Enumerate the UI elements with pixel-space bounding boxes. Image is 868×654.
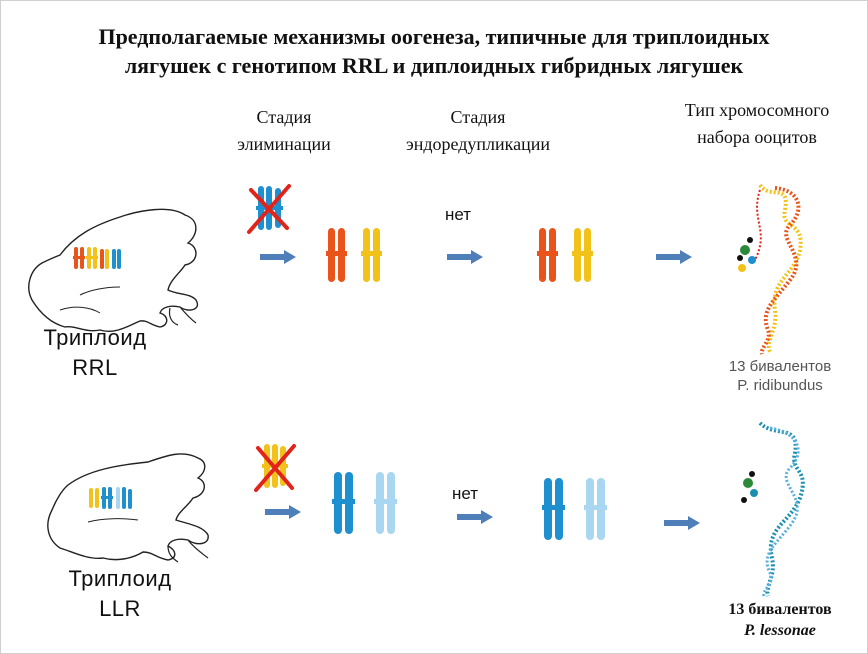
frog-label-llr-line-1: Триплоид (68, 566, 172, 591)
title-line-1: Предполагаемые механизмы оогенеза, типич… (98, 24, 770, 49)
result-llr-line-2: P. lessonae (744, 622, 816, 639)
chromosome-yellow-x (572, 228, 593, 282)
small-bivalents-cluster (741, 471, 758, 503)
chromosome-orange-x (537, 228, 558, 282)
chromosome-set-after-elimination-rrl (326, 228, 382, 282)
arrow-icon (265, 505, 301, 519)
arrow-icon (664, 516, 700, 530)
chromosome-pair-light-blue (116, 487, 132, 509)
chromosome-orange-x (326, 228, 347, 282)
header-endoreduplication-stage: Стадия эндоредупликации (378, 104, 578, 158)
chromosome-pair-orange (73, 247, 85, 269)
frog-outline-llr (47, 453, 209, 563)
frog-label-rrl-line-2: RRL (72, 355, 118, 380)
arrow-icon (656, 250, 692, 264)
frog-chromosome-set-rrl (73, 247, 121, 269)
header-endoreduplication-line-2: эндоредупликации (405, 134, 551, 154)
no-label-rrl: нет (445, 205, 472, 224)
header-elimination-stage: Стадия элиминации (214, 104, 354, 158)
result-llr-line-1: 13 бивалентов (728, 601, 832, 618)
header-elimination-line-2: элиминации (237, 134, 331, 154)
chromosome-light-blue-x (374, 472, 397, 534)
eliminated-chromosome-l (247, 184, 291, 234)
chromosome-blue (112, 249, 121, 269)
chromosome-yellow-x (361, 228, 382, 282)
title-line-2: лягушек с генотипом RRL и диплоидных гиб… (124, 53, 744, 78)
no-label-llr: нет (452, 484, 479, 503)
arrow-icon (447, 250, 483, 264)
slide-title: Предполагаемые механизмы оогенеза, типич… (20, 22, 848, 80)
result-caption-rrl: 13 бивалентов P. ridibundus (705, 357, 855, 395)
frog-chromosome-set-llr (89, 487, 132, 509)
bivalents-image-llr (741, 421, 805, 597)
chromosome-pair-yellow (86, 247, 98, 269)
header-oocyte-type-line-1: Тип хромосомного (684, 100, 830, 120)
frog-outline-rrl (28, 208, 199, 332)
chromosome-pair-blue (101, 487, 113, 509)
result-rrl-line-2: P. ridibundus (737, 377, 823, 394)
result-caption-llr: 13 бивалентов P. lessonae (700, 599, 860, 641)
chromosome-light-blue-x (584, 478, 607, 540)
header-elimination-line-1: Стадия (256, 107, 312, 127)
chromosome-set-after-endoreduplication-rrl (537, 228, 593, 282)
chromosome-pair-orange-2 (100, 249, 109, 269)
header-oocyte-type-line-2: набора ооцитов (697, 127, 817, 147)
frog-label-rrl-line-1: Триплоид (43, 325, 147, 350)
result-rrl-line-1: 13 бивалентов (728, 358, 832, 375)
header-oocyte-type: Тип хромосомного набора ооцитов (662, 97, 852, 151)
frog-label-rrl: Триплоид RRL (20, 323, 170, 383)
frog-label-llr-line-2: LLR (99, 596, 141, 621)
small-bivalents-cluster (737, 237, 756, 272)
chromosome-blue-x (542, 478, 565, 540)
cross-icon (247, 184, 291, 234)
chromosome-set-after-elimination-llr (332, 472, 397, 534)
cross-icon (254, 444, 296, 492)
chromosome-pair-yellow (89, 488, 99, 508)
chromosome-set-after-endoreduplication-llr (542, 478, 607, 540)
header-endoreduplication-line-1: Стадия (450, 107, 506, 127)
frog-label-llr: Триплоид LLR (45, 564, 195, 624)
eliminated-chromosome-r (254, 444, 296, 492)
bivalents-image-rrl (737, 183, 803, 355)
arrow-icon (457, 510, 493, 524)
arrow-icon (260, 250, 296, 264)
chromosome-blue-x (332, 472, 355, 534)
